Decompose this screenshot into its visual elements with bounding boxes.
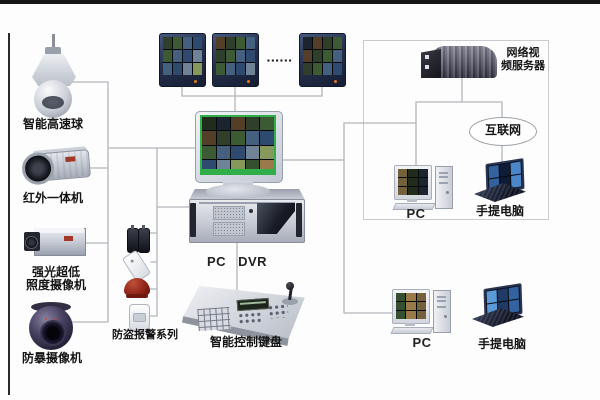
label-speed-dome: 智能高速球 bbox=[23, 117, 84, 131]
ir-led bbox=[45, 318, 47, 320]
wall-monitor-2 bbox=[212, 33, 259, 87]
server-front-face bbox=[421, 49, 441, 78]
more-monitors-ellipsis: ▪▪▪▪▪▪ bbox=[266, 56, 293, 65]
pc-keyboard bbox=[390, 327, 434, 334]
main-crt-monitor bbox=[195, 111, 283, 199]
pc-monitor bbox=[392, 289, 430, 324]
dvr-vent-grille bbox=[213, 206, 245, 220]
monitor-screen bbox=[216, 37, 255, 75]
server-indicator bbox=[425, 55, 429, 59]
power-led bbox=[247, 80, 250, 83]
power-led bbox=[334, 80, 337, 83]
label-alarm-series: 防盗报警系列 bbox=[112, 329, 178, 341]
joystick-base bbox=[282, 298, 298, 305]
internet-cloud: 互联网 bbox=[469, 117, 537, 146]
label-lowlux-camera: 强光超低 照度摄像机 bbox=[20, 266, 92, 292]
label-video-server-line2: 频服务器 bbox=[501, 60, 545, 72]
speed-dome-camera bbox=[30, 34, 78, 118]
label-lowlux-line1: 强光超低 bbox=[31, 265, 80, 279]
siren-dome bbox=[124, 278, 150, 295]
network-video-server bbox=[421, 46, 497, 79]
alarm-siren bbox=[124, 278, 150, 299]
network-clients-box bbox=[363, 40, 549, 220]
dvr-rack-ear-right bbox=[296, 203, 302, 237]
keyboard-button-cluster bbox=[237, 311, 263, 325]
label-pc-dvr: PC DVR bbox=[206, 254, 268, 269]
power-led bbox=[194, 80, 197, 83]
vandal-dome-camera bbox=[27, 298, 75, 354]
monitor-screen bbox=[303, 37, 342, 75]
brand-tag bbox=[65, 156, 76, 163]
pc-screen bbox=[396, 293, 426, 319]
crt-screen bbox=[200, 115, 276, 175]
pc-monitor-foot bbox=[405, 323, 415, 326]
siren-base bbox=[126, 294, 148, 298]
dvr-power-button bbox=[249, 209, 253, 213]
camera-top-face bbox=[34, 228, 84, 233]
label-lan-pc: PC bbox=[406, 206, 426, 221]
label-lan-laptop: 手提电脑 bbox=[475, 204, 524, 218]
keyboard-button-cluster bbox=[267, 302, 289, 320]
wire-monitor-bus bbox=[181, 86, 323, 113]
crt-multicam-view bbox=[202, 117, 274, 173]
wall-monitor-1 bbox=[159, 33, 206, 87]
antenna bbox=[52, 34, 55, 48]
alarm-detector-2 bbox=[138, 225, 150, 253]
server-indicator bbox=[425, 65, 429, 69]
remote-pc bbox=[390, 289, 451, 335]
wire-server-tree bbox=[415, 77, 503, 167]
lens bbox=[25, 236, 38, 249]
dvr-vent-grille bbox=[213, 222, 245, 236]
lowlux-box-camera bbox=[24, 224, 86, 258]
ir-bullet-camera bbox=[20, 143, 92, 191]
wire-main-to-right bbox=[279, 122, 417, 314]
lens bbox=[40, 320, 66, 346]
pc-tower bbox=[433, 290, 451, 333]
label-video-server: 网络视 频服务器 bbox=[498, 47, 548, 73]
pc-screen bbox=[398, 169, 428, 195]
crt-status-bar bbox=[202, 169, 274, 173]
dvr-rack-ear-left bbox=[190, 203, 196, 237]
crt-base bbox=[206, 184, 270, 199]
label-remote-laptop: 手提电脑 bbox=[477, 337, 526, 351]
pc-monitor bbox=[394, 165, 432, 200]
dome-lens-window bbox=[42, 96, 64, 109]
label-ir-camera: 红外一体机 bbox=[23, 191, 84, 205]
control-keyboard-unit bbox=[182, 282, 306, 346]
wire-camera-trunk bbox=[69, 81, 197, 323]
wire-alarm-trunk bbox=[146, 147, 191, 317]
monitor-screen bbox=[163, 37, 202, 75]
label-vandal-dome: 防暴摄像机 bbox=[21, 351, 82, 365]
ir-led bbox=[55, 318, 57, 320]
wall-monitor-3 bbox=[299, 33, 346, 87]
lan-pc bbox=[392, 165, 453, 211]
keyboard-keypad bbox=[197, 306, 231, 332]
mount-cap bbox=[45, 47, 61, 55]
label-control-keyboard: 智能控制键盘 bbox=[209, 335, 282, 349]
pc-tower bbox=[435, 166, 453, 209]
label-remote-pc: PC bbox=[412, 335, 432, 350]
remote-laptop bbox=[472, 283, 524, 328]
lan-laptop bbox=[474, 158, 526, 203]
joystick-knob bbox=[286, 282, 294, 290]
label-lowlux-line2: 照度摄像机 bbox=[25, 277, 86, 292]
pc-monitor-foot bbox=[407, 199, 417, 202]
dvr-groove bbox=[199, 202, 295, 204]
label-video-server-line1: 网络视 bbox=[506, 47, 540, 59]
frame-left-line bbox=[8, 33, 10, 395]
keyboard-lcd-display bbox=[236, 297, 270, 312]
pir-motion-detector bbox=[129, 304, 150, 333]
frame-top-bar bbox=[0, 0, 600, 4]
brand-tag bbox=[64, 236, 73, 241]
